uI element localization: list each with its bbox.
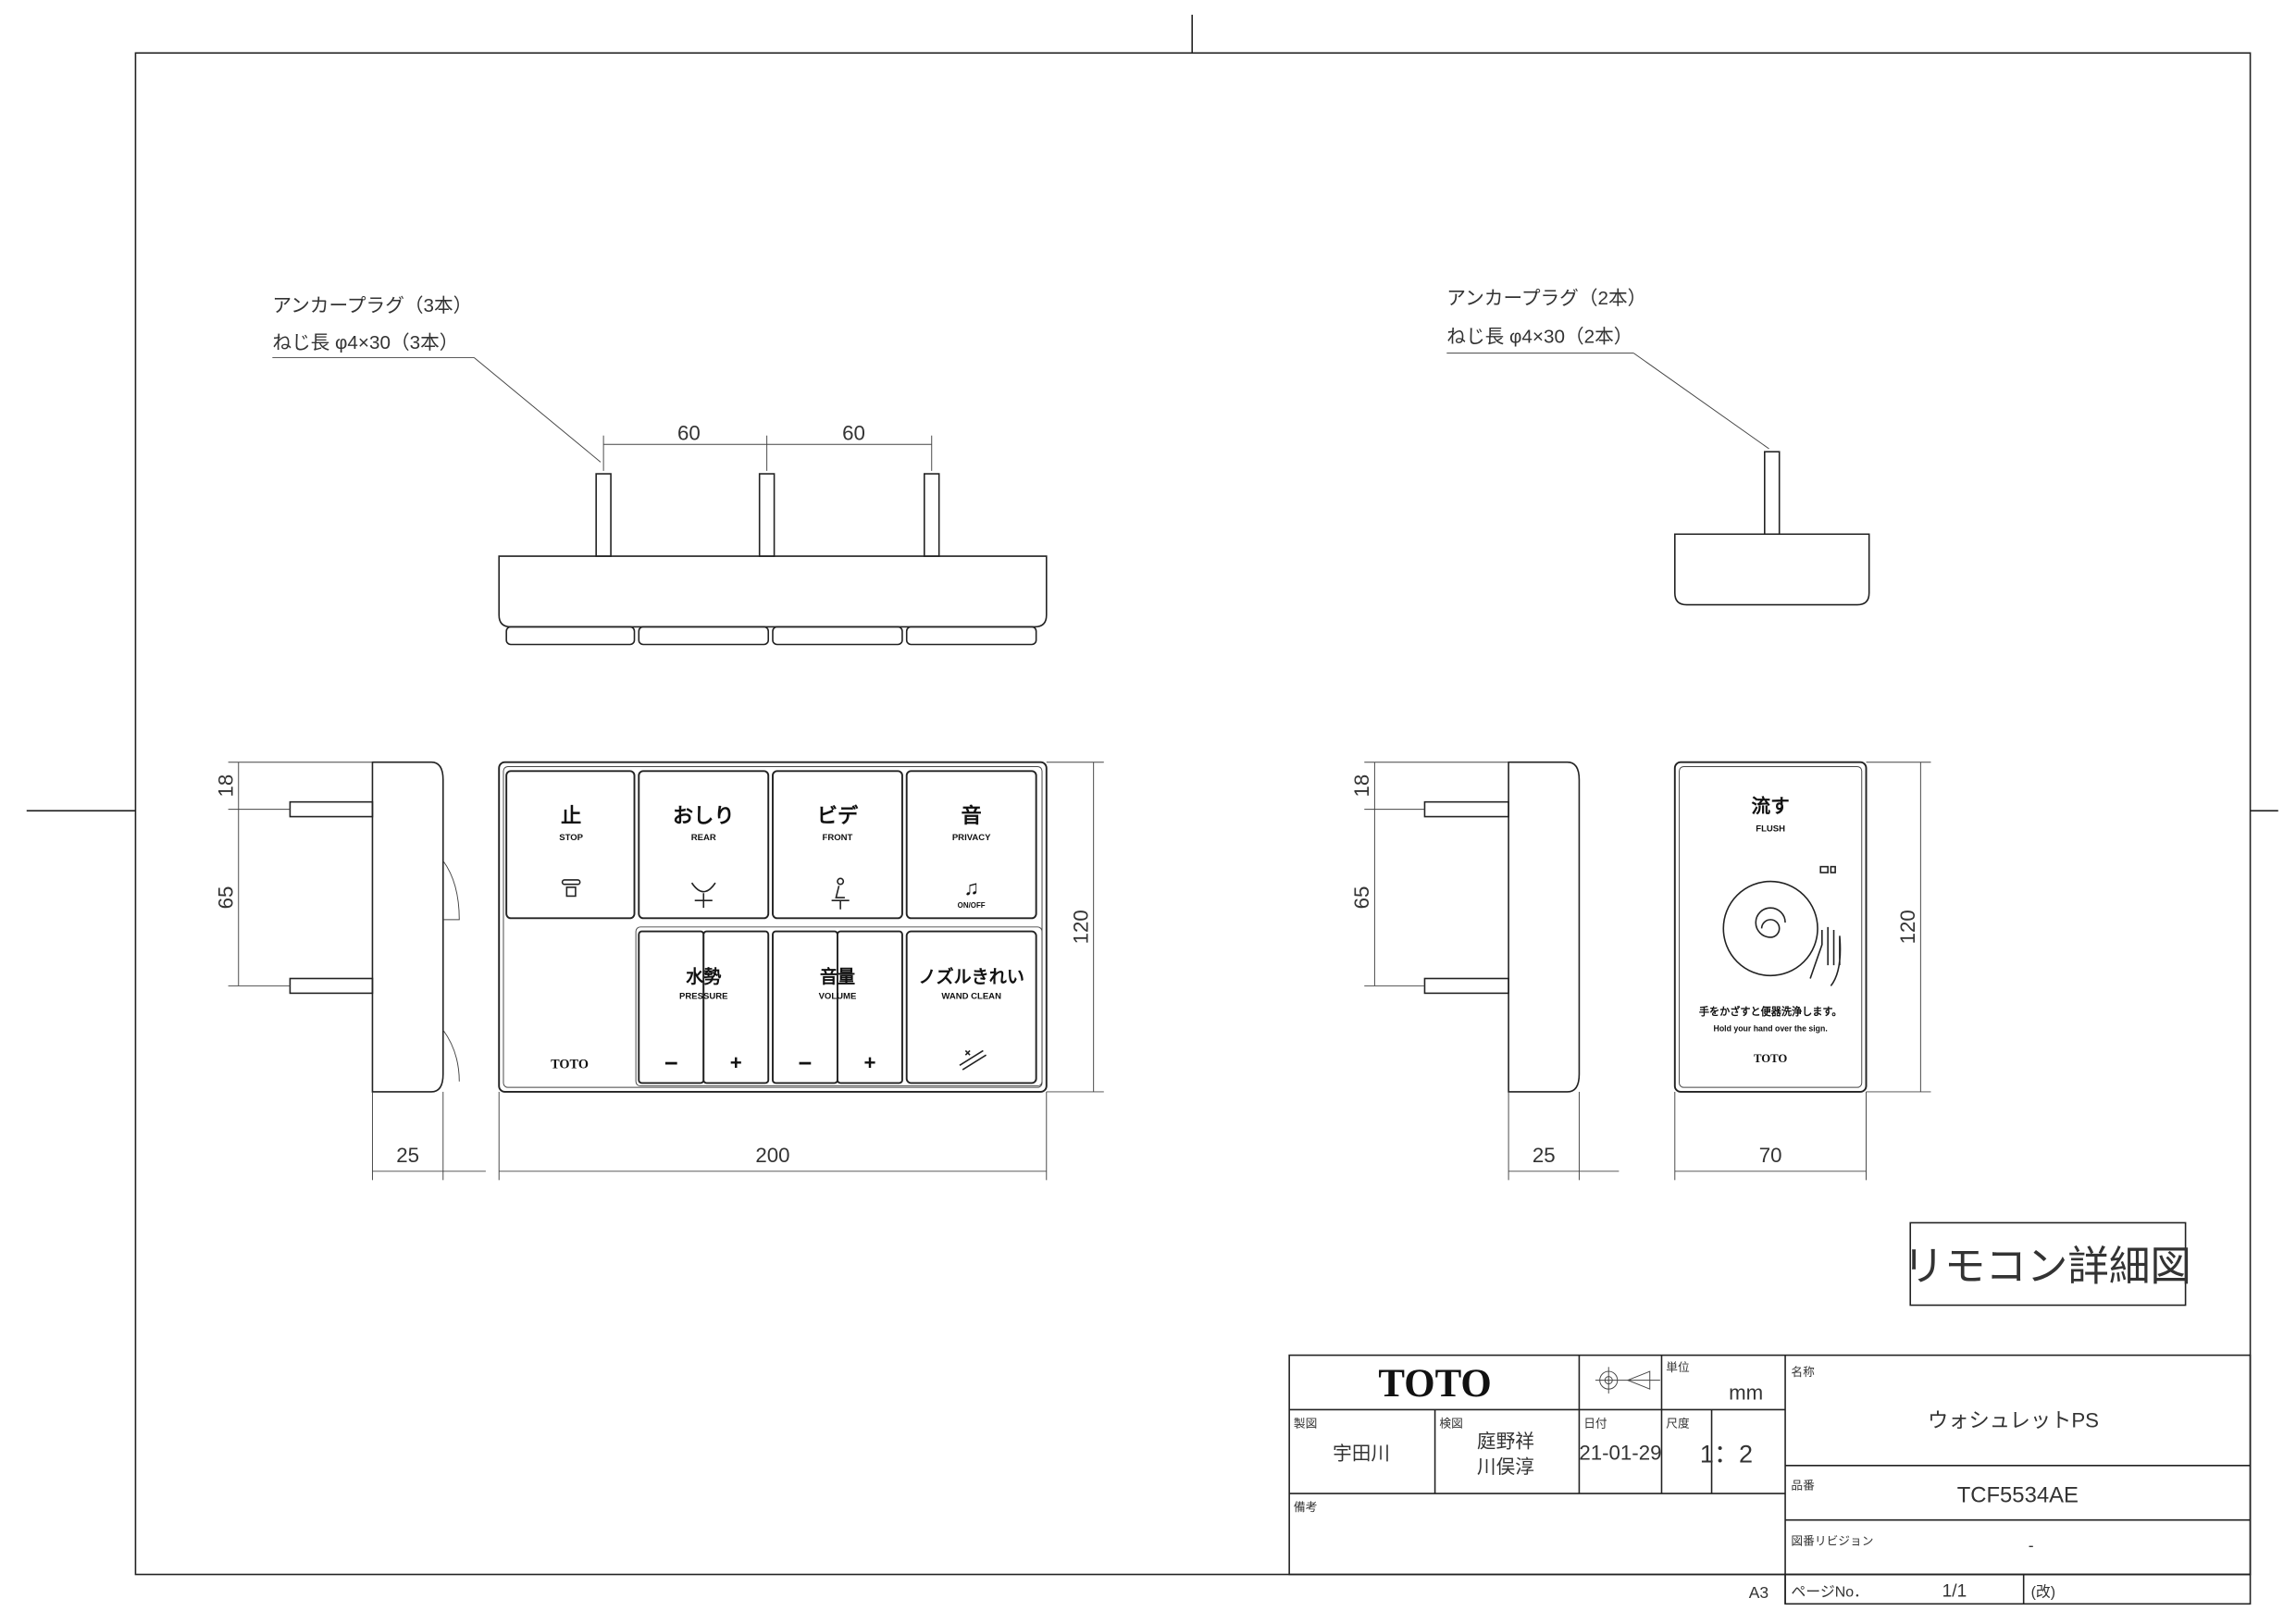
dim-side-top: 18	[214, 774, 237, 798]
scale-value: 1：2	[1700, 1441, 1753, 1468]
svg-text:WAND CLEAN: WAND CLEAN	[941, 992, 1001, 1002]
remarks-label: 備考	[1294, 1500, 1317, 1514]
stop-button: 止 STOP	[505, 770, 636, 920]
dim-peg-spacing-1: 60	[677, 421, 701, 444]
music-note-icon: ♫	[963, 876, 979, 899]
svg-text:音量: 音量	[820, 966, 855, 987]
instruction-jp: 手をかざすと便器洗浄します。	[1699, 1005, 1843, 1018]
wand-clean-icon	[959, 1049, 987, 1071]
volume-plus: +	[863, 1051, 875, 1074]
paper-size: A3	[1749, 1583, 1769, 1602]
svg-text:PRIVACY: PRIVACY	[952, 833, 991, 843]
checked-label: 検図	[1439, 1417, 1462, 1431]
date-value: 21-01-29	[1579, 1441, 1661, 1464]
title-block: TOTO 単位 mm 製図 宇田川 検図 庭野祥 川俣淳 日付 21-01-29…	[1288, 1354, 2252, 1605]
svg-text:FRONT: FRONT	[823, 833, 853, 843]
svg-text:止: 止	[561, 804, 581, 827]
svg-text:PRESSURE: PRESSURE	[679, 992, 727, 1002]
pressure-plus: +	[730, 1051, 742, 1074]
dim-peg-spacing-2: 60	[842, 421, 865, 444]
svg-text:ノズルきれい: ノズルきれい	[918, 966, 1024, 987]
svg-text:おしり: おしり	[673, 804, 735, 827]
toto-logo: TOTO	[1378, 1362, 1491, 1406]
page-label: ページNo．	[1791, 1584, 1868, 1600]
checked-by-1: 庭野祥	[1477, 1431, 1534, 1453]
drawing-label: リモコン詳細図	[1903, 1244, 2191, 1289]
drawn-by: 宇田川	[1333, 1443, 1390, 1464]
product-name: ウォシュレットPS	[1928, 1409, 2099, 1432]
drawing-border	[134, 52, 2252, 1576]
rear-wash-icon	[690, 882, 716, 909]
toto-logo: TOTO	[1754, 1052, 1787, 1065]
dim-flush-width: 70	[1759, 1144, 1782, 1167]
svg-text:VOLUME: VOLUME	[819, 992, 857, 1002]
revision-mark: (改)	[2031, 1583, 2055, 1600]
swirl-sensor-icon	[1722, 880, 1818, 977]
drawn-label: 製図	[1294, 1417, 1317, 1431]
rear-button: おしり REAR	[638, 770, 770, 920]
battery-icon	[1819, 865, 1836, 873]
part-label: 品番	[1791, 1478, 1815, 1492]
date-label: 日付	[1583, 1417, 1607, 1431]
flush-remote-side-view: 18 65 25	[1350, 761, 1620, 1181]
svg-text:STOP: STOP	[559, 833, 583, 843]
revision-label: 図番リビジョン	[1791, 1534, 1873, 1548]
dim-flush-height: 120	[1896, 910, 1919, 944]
flush-label-en: FLUSH	[1756, 824, 1785, 834]
volume-minus: −	[799, 1051, 813, 1077]
scale-label: 尺度	[1666, 1417, 1690, 1431]
svg-text:ON/OFF: ON/OFF	[958, 901, 986, 910]
hand-icon	[1809, 926, 1842, 986]
flush-label-jp: 流す	[1751, 795, 1789, 817]
svg-text:REAR: REAR	[691, 833, 716, 843]
anchor-note-line2: ねじ長 φ4×30（3本）	[272, 332, 458, 353]
svg-text:水勢: 水勢	[686, 966, 721, 987]
third-angle-projection-icon	[1595, 1367, 1660, 1394]
svg-text:音: 音	[962, 803, 982, 827]
dim-side-pitch: 65	[214, 886, 237, 910]
anchor-note-line1: アンカープラグ（2本）	[1446, 288, 1646, 309]
privacy-button: 音 PRIVACY ♫ ON/OFF	[905, 770, 1037, 920]
name-label: 名称	[1791, 1365, 1815, 1379]
page-number: 1/1	[1942, 1581, 1967, 1601]
anchor-note-line1: アンカープラグ（3本）	[272, 295, 472, 316]
unit-value: mm	[1729, 1381, 1763, 1404]
pressure-buttons: 水勢 PRESSURE − +	[638, 930, 770, 1084]
volume-buttons: 音量 VOLUME − +	[772, 930, 903, 1084]
dim-side-pitch: 65	[1350, 886, 1373, 910]
flush-remote-front-view: 流す FLUSH 手をかざすと便器洗浄します。 Hold your hand o…	[1673, 761, 1931, 1181]
main-remote-side-view: 18 65 25	[214, 761, 486, 1181]
dim-main-height: 120	[1069, 910, 1092, 944]
front-button: ビデ FRONT	[772, 770, 903, 920]
checked-by-2: 川俣淳	[1477, 1456, 1534, 1478]
flush-remote-top-view: アンカープラグ（2本） ねじ長 φ4×30（2本）	[1446, 288, 1870, 606]
main-remote-top-view: アンカープラグ（3本） ねじ長 φ4×30（3本） 60 60	[272, 295, 1048, 646]
part-number: TCF5534AE	[1957, 1483, 2079, 1508]
revision-value: -	[2029, 1536, 2034, 1555]
dim-side-depth: 25	[396, 1144, 419, 1167]
dim-side-depth: 25	[1533, 1144, 1556, 1167]
dim-main-width: 200	[755, 1144, 789, 1167]
svg-text:ビデ: ビデ	[817, 803, 859, 827]
instruction-en: Hold your hand over the sign.	[1714, 1024, 1828, 1034]
unit-label: 単位	[1666, 1360, 1690, 1374]
front-wash-icon	[831, 877, 850, 910]
main-remote-front-view: 止 STOP おしり REAR ビデ FRONT 音 PRIVACY ♫ ON/…	[498, 761, 1104, 1181]
stop-icon	[561, 879, 581, 898]
anchor-note-line2: ねじ長 φ4×30（2本）	[1446, 327, 1632, 348]
pressure-minus: −	[664, 1051, 678, 1077]
wand-clean-button: ノズルきれい WAND CLEAN	[905, 930, 1037, 1084]
dim-side-top: 18	[1350, 774, 1373, 798]
toto-logo: TOTO	[551, 1057, 589, 1072]
